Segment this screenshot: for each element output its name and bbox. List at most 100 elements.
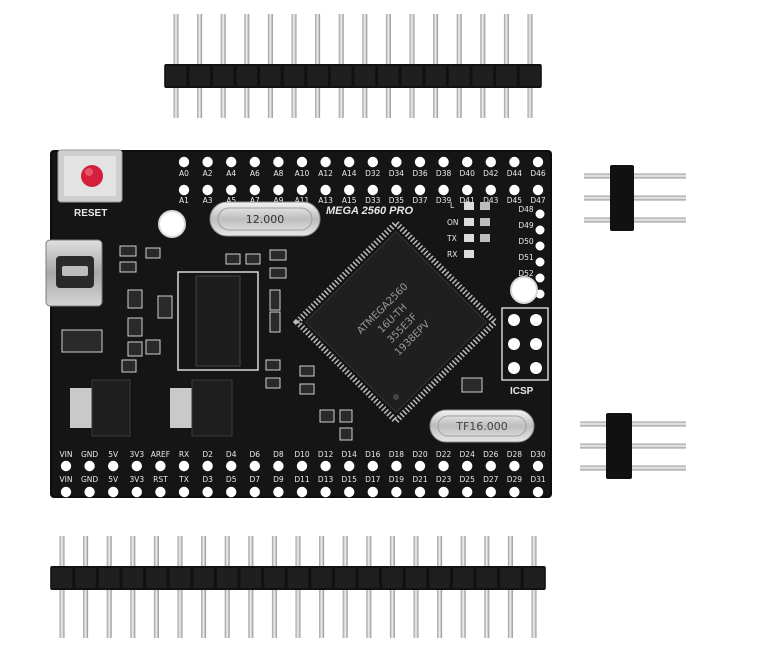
- pin-label: D21: [412, 475, 428, 484]
- smd-component: [265, 359, 281, 371]
- smd-component: [299, 383, 315, 395]
- header-segment: [165, 66, 187, 86]
- led-label-on: ON: [447, 218, 459, 227]
- usb-serial-ic: [177, 271, 259, 371]
- pin-label: D48: [518, 205, 534, 214]
- smd-component: [127, 317, 143, 337]
- pin-hole: [273, 156, 284, 168]
- pin-hole: [414, 486, 426, 498]
- pin-hole: [226, 184, 237, 196]
- pin-hole: [296, 486, 308, 498]
- smd-component: [461, 377, 483, 393]
- pin-hole: [202, 184, 213, 196]
- pin-label: D30: [530, 450, 546, 459]
- pin-header-right-lower: [580, 413, 686, 479]
- pin-label: D51: [518, 253, 534, 262]
- smd-component: [127, 341, 143, 357]
- header-body: [606, 413, 632, 479]
- pin-header-right-upper: [584, 165, 686, 231]
- header-segment: [283, 66, 305, 86]
- pin-hole: [414, 156, 426, 168]
- pin-hole: [509, 156, 520, 168]
- pin-hole: [60, 460, 72, 472]
- header-segment: [146, 568, 167, 588]
- pin-hole: [178, 156, 190, 168]
- header-segment: [476, 568, 498, 588]
- pin-hole: [532, 184, 544, 196]
- pin-hole: [462, 156, 473, 168]
- header-segment: [193, 568, 214, 588]
- pin-hole: [320, 460, 331, 472]
- header-segment: [75, 568, 96, 588]
- header-segment: [51, 568, 73, 588]
- crystal-bottom: TF16.000: [429, 409, 535, 443]
- pin-hole: [296, 184, 308, 196]
- smd-component: [265, 377, 281, 389]
- pin-hole: [226, 486, 237, 498]
- pin-label: D22: [436, 450, 452, 459]
- pin-label: D19: [389, 475, 405, 484]
- pin-hole: [532, 486, 544, 498]
- pin-label: A13: [318, 196, 333, 205]
- pin-label: A1: [179, 196, 189, 205]
- header-pin: [584, 173, 686, 179]
- header-segment: [448, 66, 470, 86]
- pin-label: A3: [203, 196, 213, 205]
- pin-hole: [535, 257, 545, 267]
- pin-label: D35: [389, 196, 405, 205]
- header-segment: [500, 568, 521, 588]
- header-segment: [401, 66, 423, 86]
- pin-label: A10: [295, 169, 310, 178]
- pin-label: D5: [226, 475, 237, 484]
- status-leds: ON TX RX: [446, 202, 490, 259]
- header-segment: [311, 568, 332, 588]
- pin-label: D52: [518, 269, 534, 278]
- header-segment: [330, 66, 352, 86]
- pin-hole: [320, 156, 331, 168]
- pin-hole: [535, 209, 545, 219]
- pin-hole: [509, 460, 520, 472]
- pin-label: A5: [226, 196, 236, 205]
- smd-component: [145, 247, 161, 259]
- header-segment: [169, 568, 191, 588]
- pin-hole: [462, 460, 473, 472]
- smd-component: [339, 427, 353, 441]
- pin-label: AREF: [151, 450, 170, 459]
- pin-label: D42: [483, 169, 499, 178]
- pin-hole: [438, 156, 449, 168]
- pin-hole: [438, 184, 449, 196]
- pin-label: D49: [518, 221, 534, 230]
- header-segment: [452, 568, 474, 588]
- pin-label: A15: [342, 196, 357, 205]
- pin-label: D34: [389, 169, 405, 178]
- reset-label: RESET: [74, 208, 107, 219]
- smd-component: [339, 409, 353, 423]
- header-pin: [580, 443, 686, 449]
- crystal-top: 12.000: [209, 201, 321, 237]
- pin-hole: [414, 184, 426, 196]
- pin-label: D27: [483, 475, 499, 484]
- pin-label: A8: [273, 169, 283, 178]
- icsp-header: [501, 307, 549, 381]
- pin-hole: [509, 486, 520, 498]
- pin-label: RX: [179, 450, 189, 459]
- pin-label: 5V: [108, 450, 119, 459]
- smd-component: [61, 329, 103, 353]
- header-segment: [519, 66, 541, 86]
- pin-hole: [367, 156, 378, 168]
- header-body: [164, 64, 542, 88]
- pin-hole: [535, 225, 545, 235]
- header-body: [610, 165, 634, 231]
- pin-label: 3V3: [129, 475, 144, 484]
- pin-hole: [202, 460, 213, 472]
- header-segment: [382, 568, 403, 588]
- voltage-regulator-right: [170, 379, 233, 437]
- pin-hole: [108, 460, 119, 472]
- pin-hole: [391, 156, 402, 168]
- pin-label: A4: [226, 169, 236, 178]
- header-segment: [236, 66, 258, 86]
- reset-button: [57, 149, 123, 203]
- pin-hole: [178, 460, 190, 472]
- pin-hole: [273, 184, 284, 196]
- smd-component: [269, 267, 287, 279]
